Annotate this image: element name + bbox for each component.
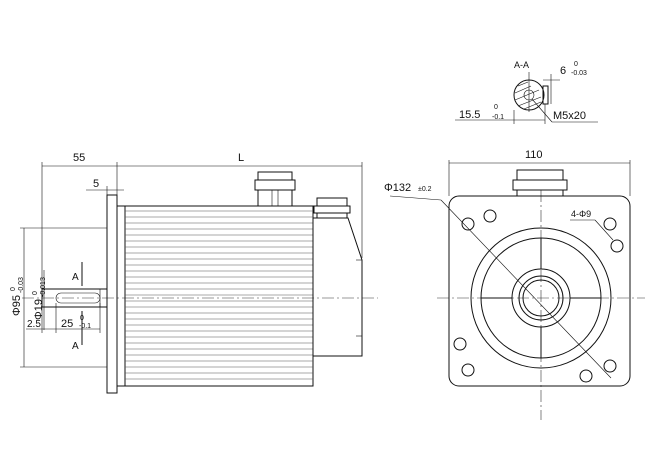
flange-plate xyxy=(106,194,118,394)
power-connector-front xyxy=(512,169,568,197)
dim-key-depth-tol-lower: -0.1 xyxy=(492,114,504,121)
dim-shaft-dia-tol-lower: -0.013 xyxy=(40,277,47,297)
dim-holes: 4-Φ9 xyxy=(571,209,591,219)
shaft-section-circle xyxy=(513,79,545,111)
front-view: Φ132 ±0.2 4-Φ9 110 xyxy=(384,149,645,420)
thread-hole xyxy=(523,89,535,101)
pcd-leader xyxy=(389,195,442,201)
recess-ribs xyxy=(481,238,601,358)
shaft-face xyxy=(522,279,560,317)
dim-flange-dia: Φ95 xyxy=(11,295,23,316)
shaft-section-hatch xyxy=(514,81,542,110)
dim-key-width-tol-lower: -0.03 xyxy=(571,70,587,77)
dim-pcd-tol: ±0.2 xyxy=(418,186,432,193)
dim-key-length: 25 xyxy=(61,318,73,330)
dim-key-length-tol-upper: 0 xyxy=(80,315,84,322)
mounting-hole-br xyxy=(579,359,617,383)
dim-key-length-tol-lower: -0.1 xyxy=(79,323,91,330)
section-view: A-A 6 0 -0.03 15.5 0 -0.1 M5x20 xyxy=(455,60,598,124)
dim-width: 110 xyxy=(525,149,543,161)
cooling-fins xyxy=(125,210,313,380)
dim-key-depth-tol-upper: 0 xyxy=(494,104,498,111)
dim-flange-thickness: 5 xyxy=(93,178,99,190)
encoder-connector-side xyxy=(313,197,351,219)
dim-flange-dia-tol-lower: -0.03 xyxy=(18,277,25,293)
section-mark-top: A xyxy=(72,272,79,283)
dim-key-width-tol-upper: 0 xyxy=(574,61,578,68)
dim-pcd: Φ132 xyxy=(384,182,411,194)
shaft xyxy=(41,288,108,308)
shaft-hub-inner xyxy=(518,275,564,321)
motor-body xyxy=(124,205,314,387)
key-slot xyxy=(542,85,549,105)
mounting-hole-bl xyxy=(453,337,475,377)
power-connector-side xyxy=(254,171,296,207)
encoder-housing xyxy=(312,217,363,357)
pilot-circle xyxy=(470,227,612,369)
dim-flange-length: 55 xyxy=(73,152,85,164)
section-label: A-A xyxy=(514,60,529,70)
mounting-hole-tl xyxy=(461,209,497,231)
thread-leader xyxy=(531,98,553,123)
flange-collar xyxy=(116,205,126,387)
dim-key-depth: 15.5 xyxy=(459,109,480,121)
dim-shaft-dia-tol-upper: 0 xyxy=(32,291,39,295)
dim-key-offset: 2.5 xyxy=(27,319,41,330)
dim-key-width: 6 xyxy=(560,65,566,77)
pcd-dim-line xyxy=(440,199,612,379)
thread-spec: M5x20 xyxy=(553,110,586,122)
mounting-hole-tr xyxy=(603,217,624,253)
dim-shaft-dia: Φ19 xyxy=(33,299,45,320)
dim-body-length: L xyxy=(238,152,244,164)
section-mark-bottom: A xyxy=(72,341,79,352)
dim-flange-dia-tol-upper: 0 xyxy=(10,287,17,291)
side-view: A A 55 L 5 Φ95 0 -0.03 Φ19 0 -0.013 xyxy=(10,152,378,394)
